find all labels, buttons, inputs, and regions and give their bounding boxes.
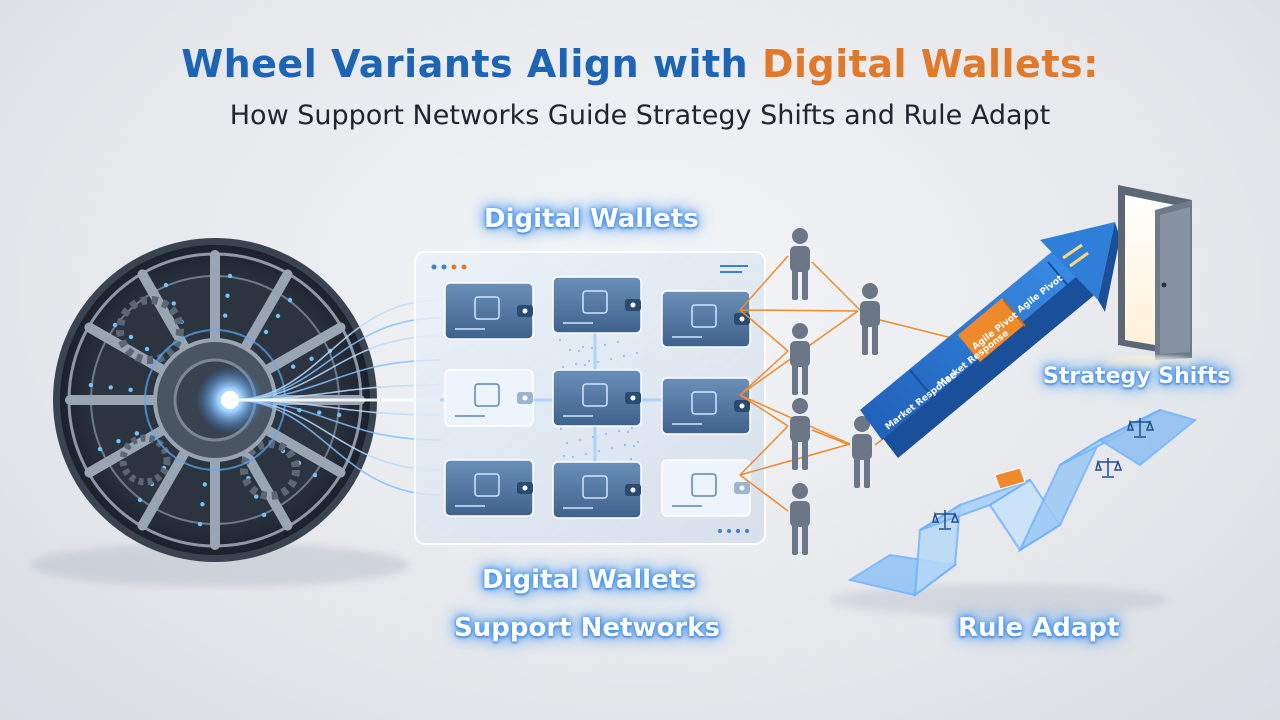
wallet-icon xyxy=(661,290,751,348)
main-title: Wheel Variants Align with Digital Wallet… xyxy=(0,42,1280,86)
person-icon xyxy=(860,283,880,355)
wallet-icon xyxy=(661,459,751,517)
label-strategy-shifts: Strategy Shifts xyxy=(1043,364,1231,389)
wheel-icon xyxy=(53,238,377,562)
person-icon xyxy=(852,416,872,488)
chip-icon xyxy=(552,461,642,519)
subtitle: How Support Networks Guide Strategy Shif… xyxy=(229,100,1051,131)
scales-icon xyxy=(1127,418,1155,438)
door-icon xyxy=(1105,185,1195,368)
label-digital-wallets-top: Digital Wallets xyxy=(484,204,699,234)
chip-icon xyxy=(552,276,642,334)
person-icon xyxy=(790,323,810,395)
chip-icon xyxy=(444,282,534,340)
label-rule-adapt: Rule Adapt xyxy=(958,613,1120,643)
chip-icon xyxy=(444,369,534,427)
rule-adapt-path xyxy=(847,408,1198,598)
scales-icon xyxy=(1095,458,1123,478)
wallet-panel xyxy=(414,251,766,545)
person-icon xyxy=(790,398,810,470)
wallet-icon xyxy=(661,377,751,435)
chip-icon xyxy=(444,459,534,517)
chip-icon xyxy=(552,369,642,427)
strategy-arrow: Market Response Market Response Agile Pi… xyxy=(860,222,1120,458)
label-digital-wallets-bottom: Digital Wallets xyxy=(482,565,697,595)
title-part-orange: Digital Wallets: xyxy=(761,42,1099,86)
title-part-blue: Wheel Variants Align with xyxy=(181,42,749,86)
person-icon xyxy=(790,228,810,300)
scales-icon xyxy=(932,510,960,530)
label-support-networks: Support Networks xyxy=(454,613,720,643)
person-icon xyxy=(790,483,810,555)
